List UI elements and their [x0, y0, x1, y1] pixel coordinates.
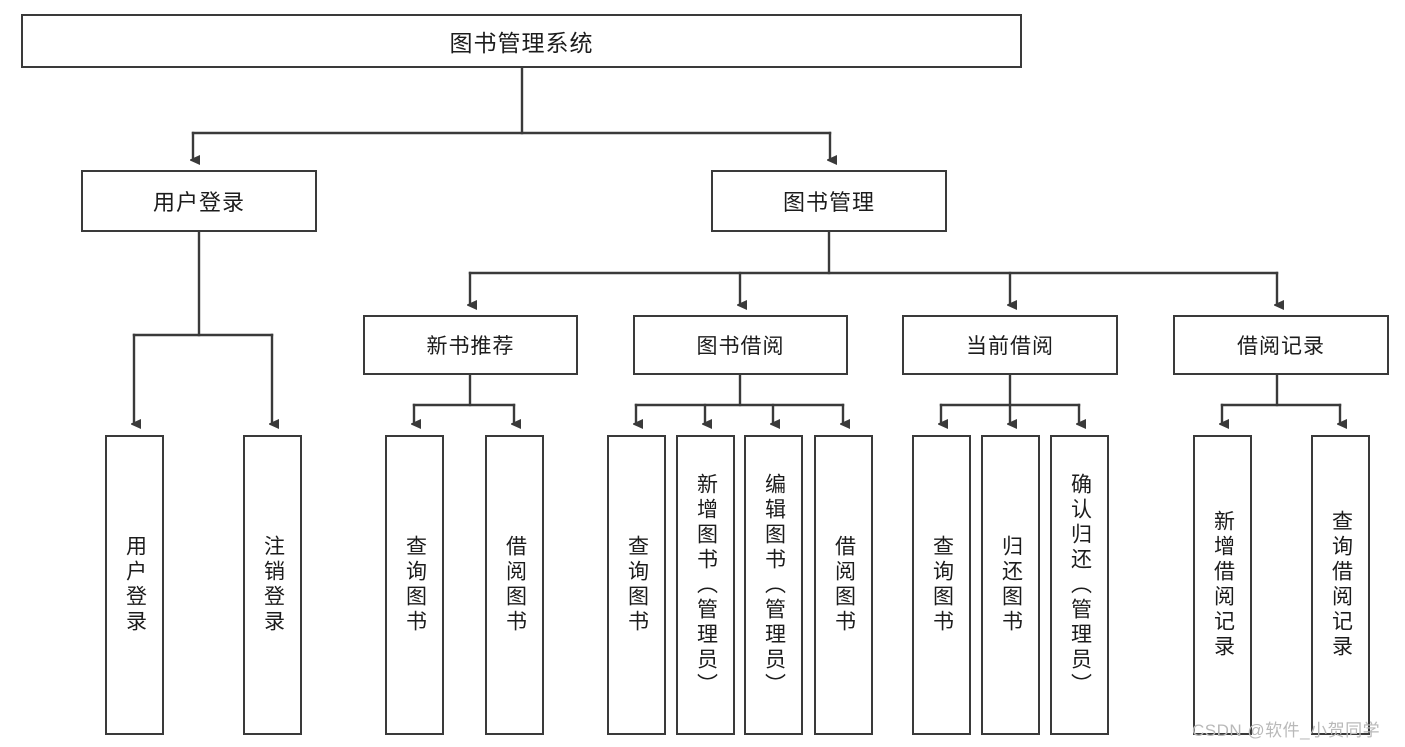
node-label: 查询图书 [625, 535, 649, 635]
node-label: 编辑图书（管理员） [762, 472, 786, 698]
leaf-book-borrow-borrow-book[interactable]: 借阅图书 [814, 435, 873, 735]
node-label: 用户登录 [152, 190, 245, 215]
node-label: 借阅图书 [503, 535, 527, 635]
node-book-management[interactable]: 图书管理 [711, 170, 947, 232]
node-user-login[interactable]: 用户登录 [81, 170, 317, 232]
node-label: 新增借阅记录 [1211, 510, 1235, 660]
node-book-borrow[interactable]: 图书借阅 [633, 315, 848, 375]
leaf-user-login-login[interactable]: 用户登录 [105, 435, 164, 735]
leaf-book-borrow-edit-book-admin[interactable]: 编辑图书（管理员） [744, 435, 803, 735]
node-label: 查询图书 [403, 535, 427, 635]
node-label: 新书推荐 [426, 335, 515, 358]
node-label: 新增图书（管理员） [694, 472, 718, 698]
node-label: 注销登录 [261, 535, 285, 635]
leaf-user-login-logout[interactable]: 注销登录 [243, 435, 302, 735]
node-current-borrow[interactable]: 当前借阅 [902, 315, 1118, 375]
leaf-current-borrow-confirm-return-admin[interactable]: 确认归还（管理员） [1050, 435, 1109, 735]
leaf-book-borrow-query-book[interactable]: 查询图书 [607, 435, 666, 735]
node-label: 借阅图书 [832, 535, 856, 635]
node-label: 图书管理 [782, 190, 875, 215]
node-root-book-management-system[interactable]: 图书管理系统 [21, 14, 1022, 68]
node-label: 归还图书 [999, 535, 1023, 635]
node-label: 确认归还（管理员） [1068, 472, 1092, 698]
leaf-new-book-borrow-book[interactable]: 借阅图书 [485, 435, 544, 735]
node-label: 查询图书 [930, 535, 954, 635]
node-label: 借阅记录 [1237, 335, 1325, 358]
node-new-book-recommend[interactable]: 新书推荐 [363, 315, 578, 375]
node-label: 用户登录 [123, 535, 147, 635]
leaf-book-borrow-add-book-admin[interactable]: 新增图书（管理员） [676, 435, 735, 735]
node-label: 查询借阅记录 [1329, 510, 1353, 660]
node-label: 图书管理系统 [449, 30, 594, 56]
node-label: 图书借阅 [696, 335, 785, 358]
leaf-borrow-record-add-record[interactable]: 新增借阅记录 [1193, 435, 1252, 735]
leaf-current-borrow-query-book[interactable]: 查询图书 [912, 435, 971, 735]
leaf-new-book-query-book[interactable]: 查询图书 [385, 435, 444, 735]
node-borrow-record[interactable]: 借阅记录 [1173, 315, 1389, 375]
node-label: 当前借阅 [966, 335, 1054, 358]
leaf-borrow-record-query-record[interactable]: 查询借阅记录 [1311, 435, 1370, 735]
leaf-current-borrow-return-book[interactable]: 归还图书 [981, 435, 1040, 735]
